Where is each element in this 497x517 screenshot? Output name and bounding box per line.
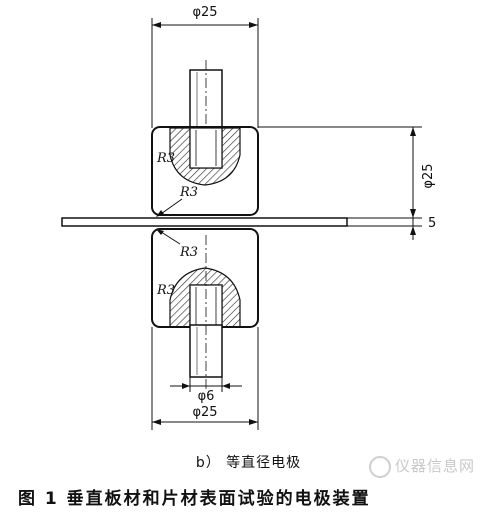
lower-electrode xyxy=(151,228,259,328)
bottom-diameter-label: φ25 xyxy=(192,405,217,420)
right-dimensions: φ25 5 xyxy=(258,126,436,240)
top-diameter-dimension: φ25 xyxy=(151,5,259,128)
figure-caption: 图 1 垂直板材和片材表面试验的电极装置 xyxy=(18,489,371,509)
subfigure-caption: b） 等直径电极 xyxy=(195,455,302,471)
gap-label: 5 xyxy=(428,216,436,231)
radius-label-lower-corner: R3 xyxy=(179,245,198,260)
rod-dim-arrow-right xyxy=(222,383,230,389)
right-dim-arrow-gap xyxy=(410,226,416,235)
radius-arrow-upper xyxy=(156,210,164,217)
radius-label-upper-left: R3 xyxy=(156,151,175,166)
lower-rod xyxy=(189,235,223,392)
radius-annotations: R3 R3 R3 R3 xyxy=(156,151,198,298)
rod-diameter-label: φ6 xyxy=(198,389,215,404)
bottom-dim-arrow-right xyxy=(249,419,258,425)
radius-label-lower-left: R3 xyxy=(156,283,175,298)
rod-dim-arrow-left xyxy=(182,383,190,389)
right-dim-arrow-top xyxy=(410,127,416,136)
upper-electrode xyxy=(151,126,259,216)
radius-arrow-lower xyxy=(156,229,164,235)
bottom-dimensions: φ6 φ25 xyxy=(151,327,259,430)
top-dim-arrow-right xyxy=(249,22,258,28)
sheet-specimen xyxy=(61,217,348,227)
top-diameter-label: φ25 xyxy=(192,5,217,20)
watermark: 仪器信息网 xyxy=(368,455,475,478)
right-dim-arrow-mid xyxy=(410,209,416,218)
watermark-logo-icon xyxy=(368,455,391,478)
top-dim-arrow-left xyxy=(152,22,161,28)
upper-rod xyxy=(189,60,223,215)
watermark-text: 仪器信息网 xyxy=(394,457,475,475)
right-height-label: φ25 xyxy=(421,163,436,188)
bottom-dim-arrow-left xyxy=(152,419,161,425)
radius-label-upper-corner: R3 xyxy=(179,185,198,200)
upper-bore xyxy=(189,127,223,169)
